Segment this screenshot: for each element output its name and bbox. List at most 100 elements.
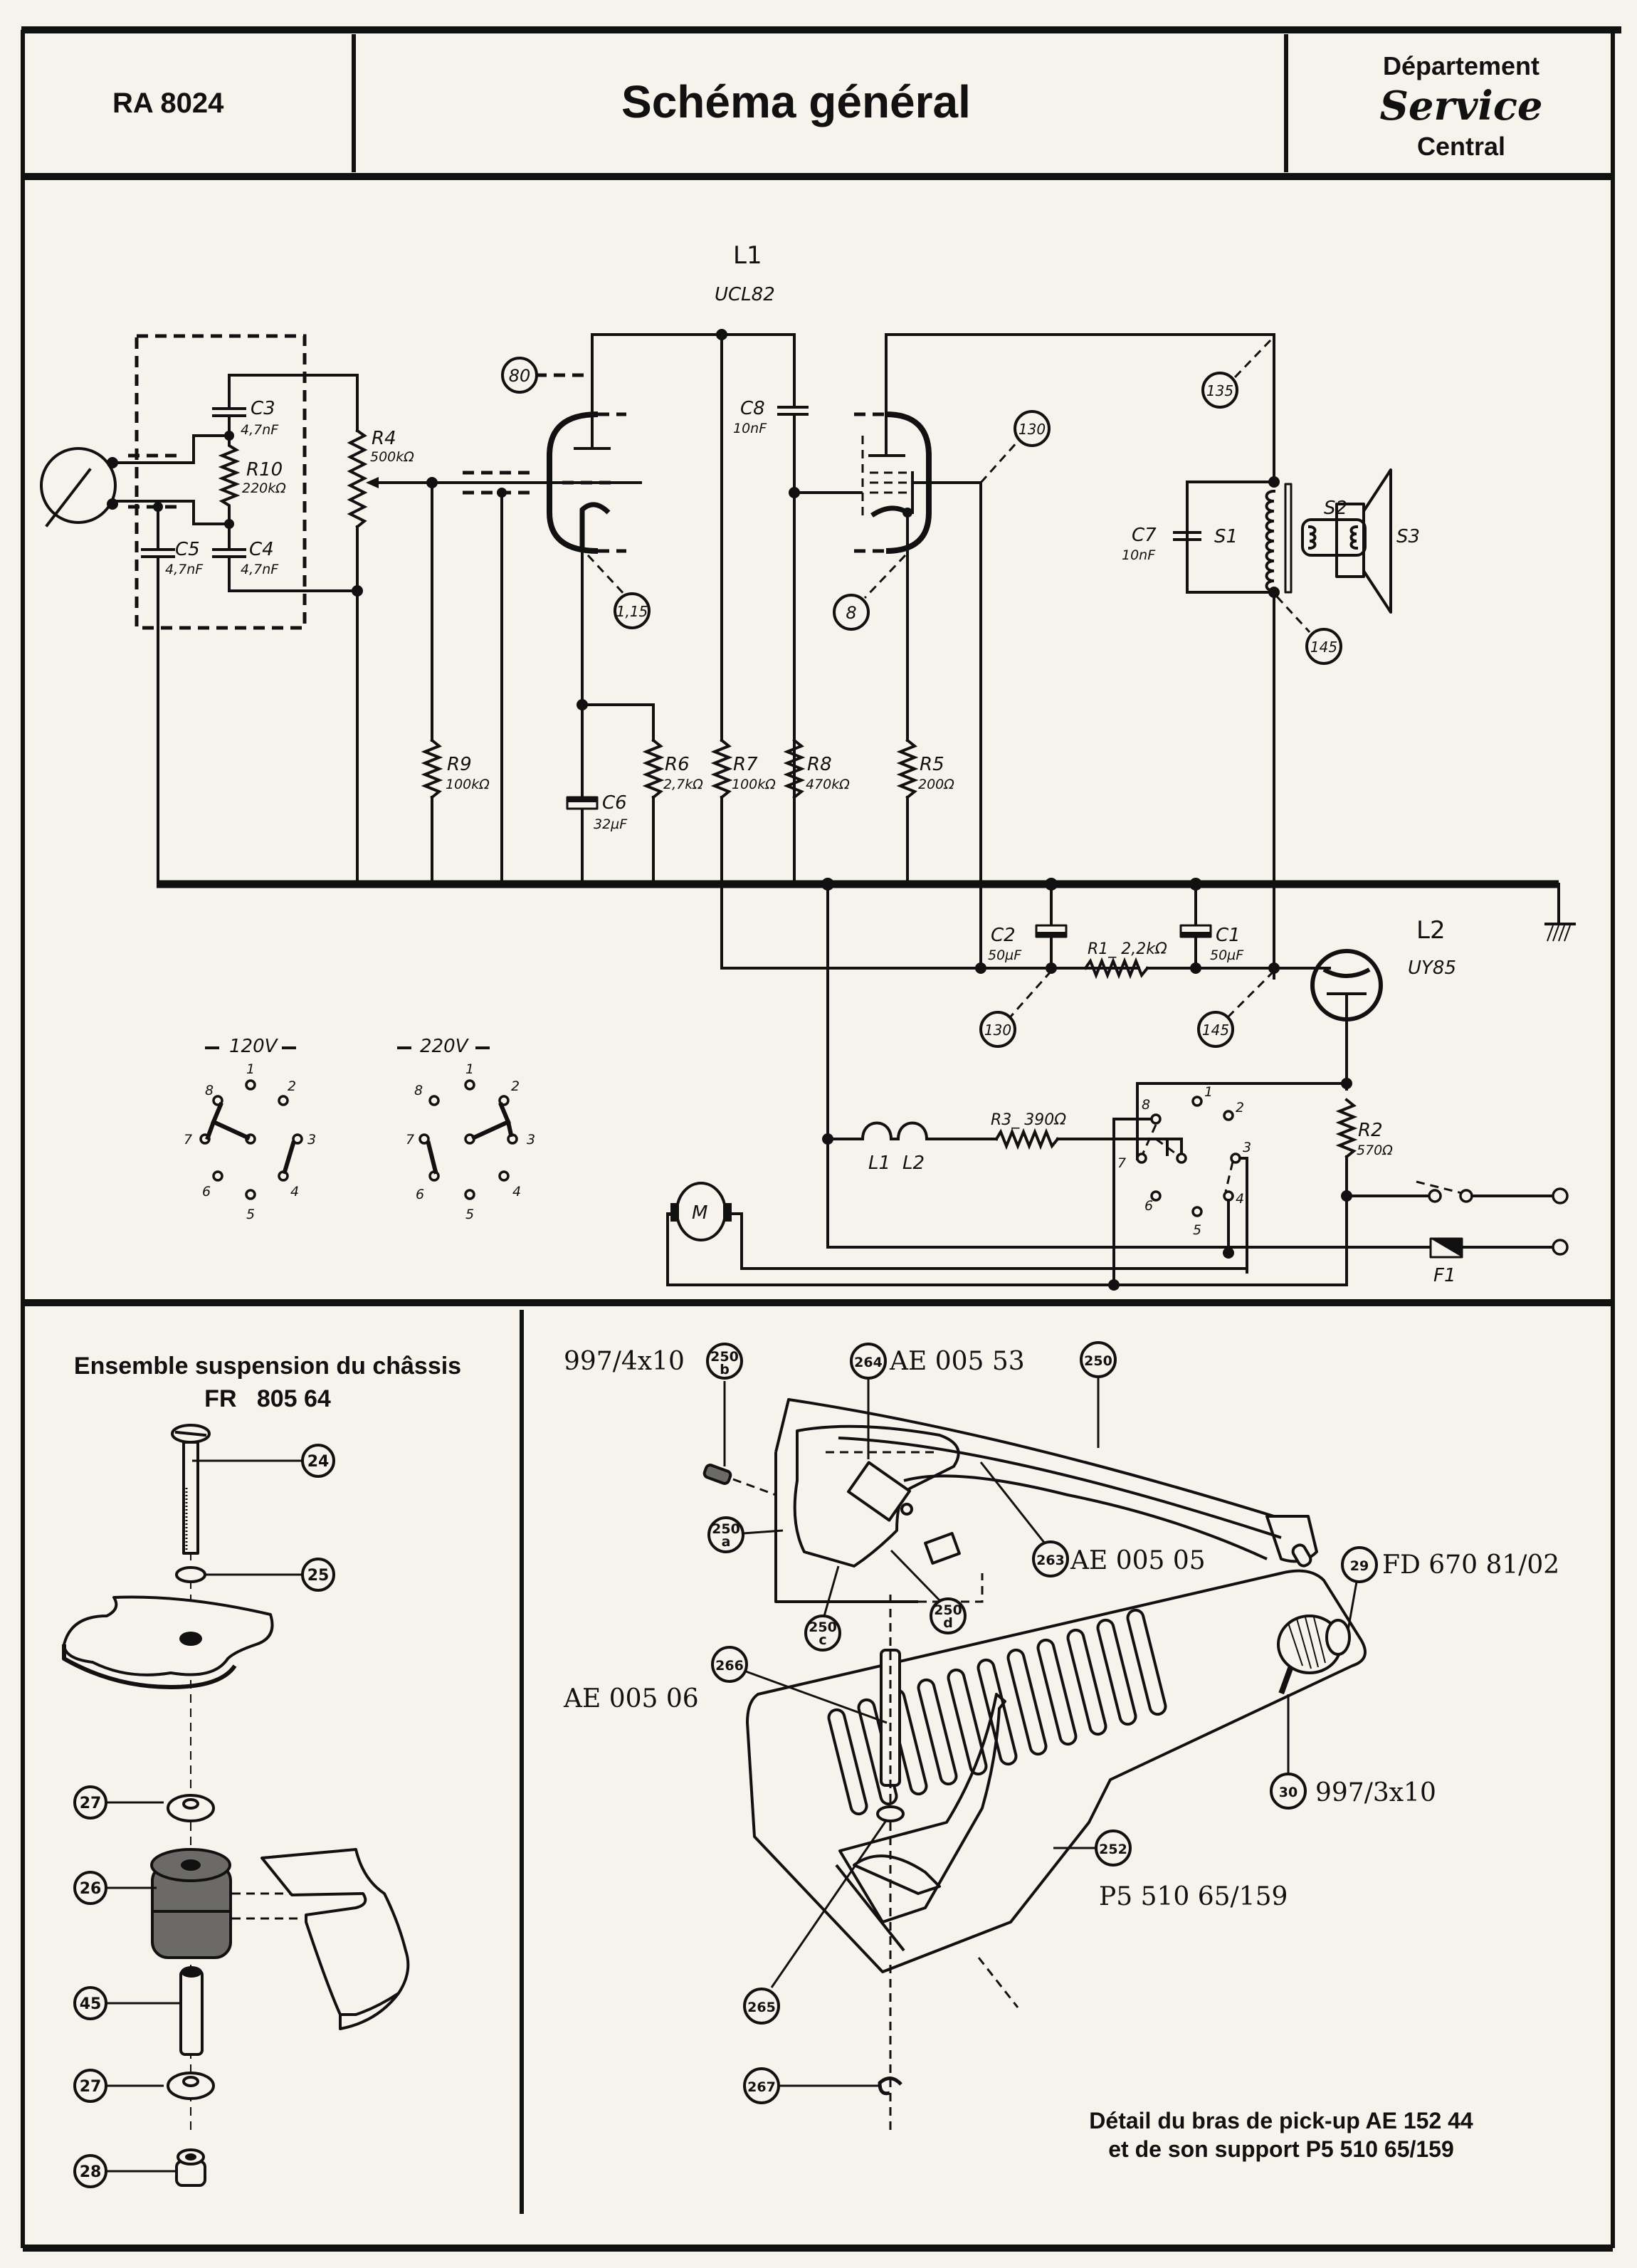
- value-r10: 220kΩ: [242, 481, 286, 496]
- screw-part: [171, 1424, 211, 1555]
- value-c3: 4,7nF: [241, 422, 279, 438]
- tube-l1-pentode: [854, 333, 932, 554]
- label-r9: R9: [447, 754, 472, 775]
- part-code-p5-510-65-159: P5 510 65/159: [1099, 1882, 1288, 1911]
- voltage-ref-135: 135: [1206, 382, 1233, 399]
- tube-l1-ref: L1: [733, 241, 762, 270]
- mains-terminal-2: [1552, 1239, 1569, 1256]
- support-bracket: [838, 1693, 1006, 1923]
- chassis-plate: [63, 1595, 274, 1676]
- transformer-core: [1284, 483, 1293, 594]
- switch-pos-8: 8: [1142, 1097, 1150, 1113]
- model-number: RA 8024: [112, 88, 224, 119]
- dept-line3: Central: [1417, 132, 1505, 161]
- part-ref-28: 28: [80, 2163, 102, 2181]
- resistor-r2: [1335, 1098, 1358, 1159]
- label-r3: R3_ 390Ω: [991, 1111, 1066, 1129]
- part-ref-252: 252: [1099, 1842, 1127, 1857]
- part-code-997-4x10: 997/4x10: [564, 1347, 685, 1376]
- suspension-title: Ensemble suspension du châssis: [74, 1353, 461, 1380]
- selector-120v-label: 120V: [229, 1036, 279, 1057]
- pickup-cartridge-icon: [40, 447, 118, 527]
- resistor-r10: [218, 439, 241, 525]
- selector-120v-pos-2: 2: [288, 1078, 296, 1094]
- part-ref-250d-sub: d: [943, 1615, 953, 1631]
- switch-pos-2: 2: [1236, 1100, 1244, 1115]
- motor-icon: M: [670, 1182, 732, 1241]
- voltage-ref-145-filter: 145: [1202, 1022, 1229, 1039]
- value-r5: 200Ω: [918, 777, 954, 792]
- chassis-bracket: [260, 1848, 410, 2016]
- voltage-refs: 80 1,15 8 130 135 145 130 145: [501, 339, 1342, 1048]
- label-s3: S3: [1396, 526, 1420, 547]
- switch-pos-6: 6: [1144, 1198, 1153, 1214]
- pickup-caption-line2: et de son support P5 510 65/159: [1108, 2136, 1454, 2162]
- selector-220v-pos-5: 5: [465, 1207, 474, 1222]
- label-r1: R1_ 2,2kΩ: [1088, 940, 1167, 958]
- voltage-ref-130-screen: 130: [1018, 421, 1046, 438]
- part-ref-267: 267: [747, 2079, 776, 2095]
- label-r2: R2: [1358, 1120, 1383, 1141]
- label-r10: R10: [246, 459, 283, 481]
- voltage-ref-115: 1,15: [616, 603, 648, 620]
- suspension-assembly: Ensemble suspension du châssis FR 805 64…: [62, 1353, 461, 2188]
- switch-pos-1: 1: [1204, 1084, 1213, 1100]
- tube-l2-ref: L2: [1416, 916, 1446, 945]
- pickup-arm-detail: 250 b 997/4x10 264 AE 005 53 250 250 a 2…: [563, 1341, 1559, 2162]
- selector-120v-pos-7: 7: [184, 1132, 192, 1148]
- dept-line1: Département: [1383, 51, 1539, 80]
- resistor-r7: [710, 738, 733, 799]
- part-ref-24: 24: [307, 1453, 330, 1471]
- part-ref-250d: 250: [934, 1602, 962, 1618]
- selector-220v-pos-6: 6: [416, 1187, 424, 1202]
- value-r9: 100kΩ: [446, 777, 490, 792]
- part-code-ae-005-06: AE 005 06: [563, 1684, 699, 1713]
- circlip-267: [878, 2077, 902, 2096]
- value-c8: 10nF: [733, 421, 767, 436]
- resistor-r9: [421, 738, 443, 799]
- switch-pos-5: 5: [1193, 1222, 1201, 1238]
- nut-part: [175, 2148, 206, 2187]
- part-ref-266: 266: [715, 1658, 744, 1674]
- voltage-ref-130-filter: 130: [984, 1022, 1011, 1039]
- part-ref-250c: 250: [809, 1619, 837, 1635]
- switch-pos-4: 4: [1236, 1191, 1244, 1207]
- page-title: Schéma général: [621, 76, 971, 127]
- tube-l2-rectifier: [1310, 949, 1383, 1022]
- value-r7: 100kΩ: [732, 777, 776, 792]
- value-c1: 50µF: [1210, 947, 1244, 963]
- part-ref-250: 250: [1084, 1353, 1112, 1369]
- schematic: C3 4,7nF R10 220kΩ C4 4,7nF C5 4,7nF R4 …: [40, 241, 1576, 1291]
- label-lamp-l2: L2: [902, 1153, 925, 1174]
- pickup-caption-line1: Détail du bras de pick-up AE 152 44: [1089, 2108, 1473, 2133]
- selector-120v-pos-3: 3: [307, 1132, 316, 1148]
- label-r4: R4: [372, 428, 396, 449]
- label-s1: S1: [1214, 526, 1238, 547]
- washer-part: [175, 1566, 206, 1583]
- selector-220v-pos-3: 3: [527, 1132, 535, 1148]
- label-c3: C3: [251, 398, 275, 419]
- part-code-997-3x10: 997/3x10: [1315, 1778, 1436, 1807]
- capacitor-c7: [1173, 531, 1201, 541]
- label-r6: R6: [665, 754, 690, 775]
- resistor-r1: [1083, 957, 1149, 980]
- label-f1: F1: [1433, 1265, 1456, 1286]
- part-code-ae-005-53: AE 005 53: [889, 1347, 1025, 1376]
- motor-label: M: [692, 1202, 707, 1224]
- selector-220v-pos-7: 7: [406, 1132, 414, 1148]
- transformer-primary-s1: [1265, 489, 1276, 593]
- page-frame: [21, 26, 1621, 2252]
- part-ref-264: 264: [854, 1355, 883, 1370]
- label-r5: R5: [920, 754, 944, 775]
- suspension-part-number: FR 805 64: [204, 1385, 331, 1412]
- label-c1: C1: [1216, 925, 1241, 946]
- part-ref-30: 30: [1279, 1785, 1298, 1800]
- tonearm: [774, 1398, 1275, 1518]
- part-ref-25: 25: [307, 1567, 330, 1585]
- part-ref-250a-sub: a: [722, 1534, 731, 1550]
- pickup-base: [746, 1569, 1367, 1973]
- capacitor-c5: [141, 548, 175, 558]
- selector-220v-pos-1: 1: [465, 1061, 474, 1077]
- part-ref-26: 26: [80, 1880, 102, 1898]
